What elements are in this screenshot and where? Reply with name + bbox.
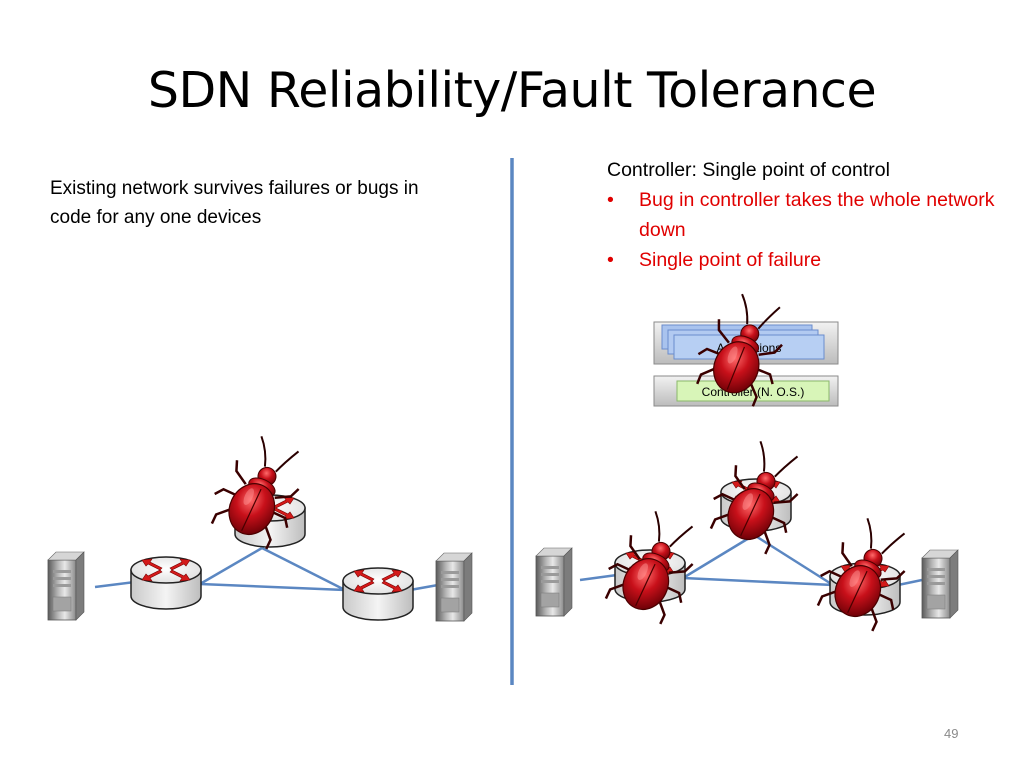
link-line bbox=[753, 533, 834, 587]
bullet-dot-icon: • bbox=[607, 189, 614, 211]
slide-title: SDN Reliability/Fault Tolerance bbox=[147, 62, 877, 119]
link-line bbox=[94, 580, 136, 589]
controller-stack: Applications Controller (N. O.S.) bbox=[653, 284, 839, 412]
bug-icon bbox=[595, 500, 714, 630]
page-number: 49 bbox=[944, 726, 959, 741]
bullet-text: Single point of failure bbox=[639, 249, 822, 271]
link-line bbox=[409, 583, 439, 592]
bullet-item: • Bug in controller takes the whole netwo… bbox=[607, 185, 1007, 245]
bullet-text: Bug in controller takes the whole networ… bbox=[639, 189, 995, 241]
link-line bbox=[261, 546, 346, 592]
bug-icon bbox=[807, 507, 926, 637]
left-network bbox=[47, 425, 473, 622]
server-icon bbox=[921, 549, 959, 619]
link-line bbox=[199, 546, 263, 586]
router-icon bbox=[342, 567, 414, 621]
right-network bbox=[535, 430, 959, 637]
right-panel-bullets: • Bug in controller takes the whole netwo… bbox=[607, 185, 1007, 275]
link-line bbox=[199, 582, 346, 592]
server-icon bbox=[535, 547, 573, 617]
router-icon bbox=[130, 556, 202, 610]
server-icon bbox=[435, 552, 473, 622]
link-line bbox=[682, 576, 834, 587]
link-line bbox=[897, 578, 923, 587]
link-line bbox=[579, 573, 618, 582]
server-icon bbox=[47, 551, 85, 621]
right-panel-heading: Controller: Single point of control bbox=[607, 159, 890, 181]
left-panel-text: Existing network survives failures or bu… bbox=[50, 178, 419, 228]
link-line bbox=[682, 533, 755, 580]
bullet-dot-icon: • bbox=[607, 249, 614, 271]
bullet-item: • Single point of failure bbox=[607, 245, 1007, 275]
